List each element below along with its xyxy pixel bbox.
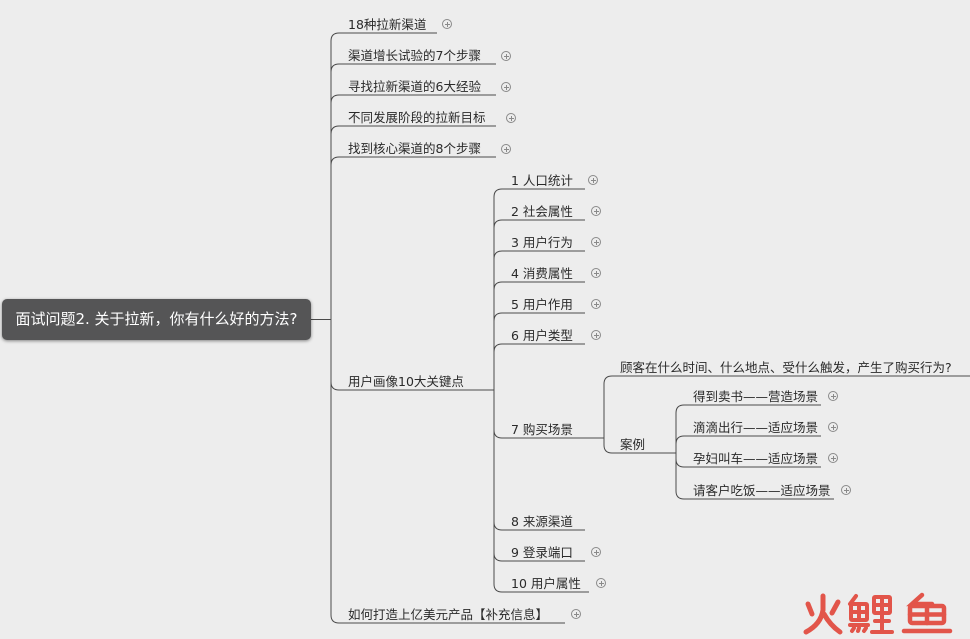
persona-key-source-channel[interactable]: 8 来源渠道 [511,514,573,529]
expand-icon[interactable] [591,547,601,557]
expand-icon[interactable] [828,391,838,401]
persona-key-demographics[interactable]: 1 人口统计 [511,173,573,188]
expand-icon[interactable] [501,144,511,154]
persona-key-behavior[interactable]: 3 用户行为 [511,235,573,250]
expand-icon[interactable] [841,485,851,495]
expand-icon[interactable] [828,422,838,432]
branch-stage-goals[interactable]: 不同发展阶段的拉新目标 [348,110,486,125]
expand-icon[interactable] [591,268,601,278]
case-pregnant-taxi[interactable]: 孕妇叫车——适应场景 [693,451,819,466]
expand-icon[interactable] [596,578,606,588]
expand-icon[interactable] [591,330,601,340]
scene-case-label[interactable]: 案例 [620,437,646,452]
branch-core-channel-steps[interactable]: 找到核心渠道的8个步骤 [348,141,481,156]
branch-channel-experience[interactable]: 寻找拉新渠道的6大经验 [348,79,481,94]
expand-icon[interactable] [828,453,838,463]
case-didi[interactable]: 滴滴出行——适应场景 [693,420,819,435]
branch-billion-dollar-product[interactable]: 如何打造上亿美元产品【补充信息】 [348,607,549,622]
persona-key-type[interactable]: 6 用户类型 [511,328,573,343]
case-dedao-books[interactable]: 得到卖书——营造场景 [693,389,819,404]
root-topic[interactable]: 面试问题2. 关于拉新，你有什么好的方法? [2,299,311,340]
persona-key-role[interactable]: 5 用户作用 [511,297,573,312]
watermark-logo [803,592,953,635]
expand-icon[interactable] [588,175,598,185]
expand-icon[interactable] [501,51,511,61]
persona-key-purchase-scene[interactable]: 7 购买场景 [511,422,573,437]
persona-key-user-attribute[interactable]: 10 用户属性 [511,576,581,591]
persona-key-consumption[interactable]: 4 消费属性 [511,266,573,281]
case-client-dinner[interactable]: 请客户吃饭——适应场景 [693,483,831,498]
expand-icon[interactable] [571,609,581,619]
expand-icon[interactable] [591,299,601,309]
expand-icon[interactable] [501,82,511,92]
persona-key-social[interactable]: 2 社会属性 [511,204,573,219]
branch-growth-experiment-steps[interactable]: 渠道增长试验的7个步骤 [348,48,481,63]
expand-icon[interactable] [442,19,452,29]
branch-user-persona[interactable]: 用户画像10大关键点 [348,374,464,389]
persona-key-login-port[interactable]: 9 登录端口 [511,545,573,560]
scene-question[interactable]: 顾客在什么时间、什么地点、受什么触发，产生了购买行为? [620,360,952,375]
expand-icon[interactable] [506,113,516,123]
branch-new-user-channels[interactable]: 18种拉新渠道 [348,17,427,32]
expand-icon[interactable] [591,237,601,247]
expand-icon[interactable] [591,206,601,216]
